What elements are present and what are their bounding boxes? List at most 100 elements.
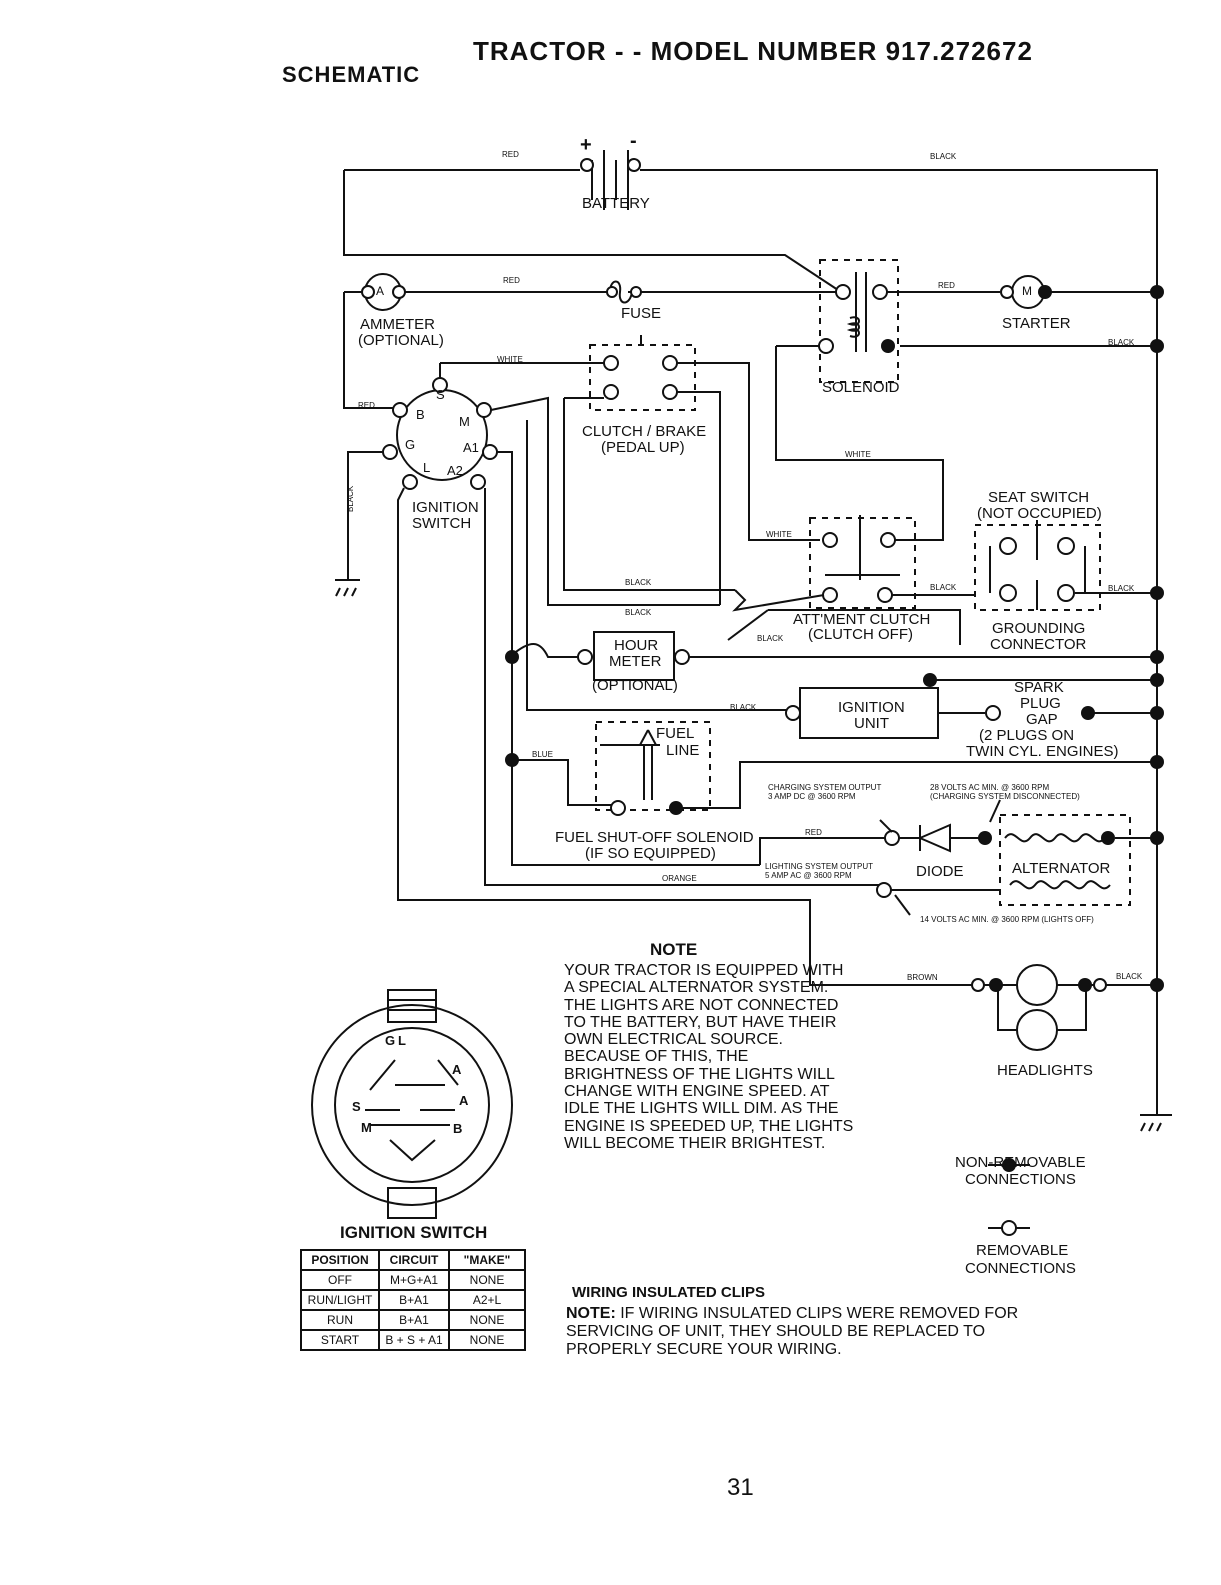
wire-label-blue: BLUE (532, 750, 553, 759)
plugs-note-label: (2 PLUGS ON (979, 727, 1075, 744)
headlights-label: HEADLIGHTS (997, 1062, 1093, 1079)
table-cell: B + S + A1 (378, 1329, 450, 1351)
wire-label-black: BLACK (625, 608, 652, 617)
attment-clutch-label: ATT'MENT CLUTCH (793, 611, 931, 628)
alternator-label: ALTERNATOR (1012, 860, 1111, 877)
wire-label-white: WHITE (766, 530, 792, 539)
lighting-output-label-2: 5 AMP AC @ 3600 RPM (765, 871, 852, 880)
wire-label-black: BLACK (1116, 972, 1143, 981)
note-body: YOUR TRACTOR IS EQUIPPED WITH A SPECIAL … (564, 962, 854, 1152)
plugs-note-label-2: TWIN CYL. ENGINES) (966, 743, 1119, 760)
fuel-line-label: FUEL (656, 725, 695, 742)
clips-note-label: NOTE: (566, 1305, 616, 1322)
table-header-row: POSITION CIRCUIT "MAKE" (300, 1249, 526, 1271)
face-b: B (453, 1121, 463, 1136)
ignition-unit-label: IGNITION (838, 699, 905, 716)
wire-label-white: WHITE (845, 450, 871, 459)
clips-line-2: SERVICING OF UNIT, THEY SHOULD BE REPLAC… (566, 1323, 986, 1340)
table-cell: RUN/LIGHT (300, 1289, 380, 1311)
wire-label-black: BLACK (730, 703, 757, 712)
note-heading: NOTE (650, 940, 698, 959)
ignition-term-g: G (405, 437, 416, 452)
table-row: RUN/LIGHT B+A1 A2+L (300, 1289, 526, 1311)
non-removable-label: NON-REMOVABLE (955, 1154, 1086, 1171)
spark-plug-label: SPARK (1014, 679, 1064, 696)
starter-letter: M (1022, 284, 1032, 298)
hour-meter-label: HOUR (614, 637, 659, 654)
volts-14-label: 14 VOLTS AC MIN. @ 3600 RPM (LIGHTS OFF) (920, 915, 1094, 924)
wire-label-red: RED (503, 276, 520, 285)
wire-label-black: BLACK (1108, 584, 1135, 593)
face-g: G (385, 1033, 396, 1048)
removable-label-2: CONNECTIONS (965, 1260, 1076, 1277)
non-removable-label-2: CONNECTIONS (965, 1171, 1076, 1188)
ammeter-optional-label: (OPTIONAL) (358, 332, 444, 349)
wire-label-brown: BROWN (907, 973, 938, 982)
ammeter-letter: A (376, 284, 385, 298)
section-title: SCHEMATIC (282, 62, 421, 87)
solenoid-label: SOLENOID (822, 379, 900, 396)
wire-label-black: BLACK (1108, 338, 1135, 347)
ignition-unit-label-2: UNIT (854, 715, 889, 732)
table-header: "MAKE" (448, 1249, 526, 1271)
charging-output-label: CHARGING SYSTEM OUTPUT (768, 783, 882, 792)
spark-plug-label-3: GAP (1026, 711, 1058, 728)
hour-meter-optional-label: (OPTIONAL) (592, 677, 678, 694)
face-s: S (352, 1099, 361, 1114)
grounding-label: GROUNDING (992, 620, 1086, 637)
table-cell: RUN (300, 1309, 380, 1331)
ignition-switch-table: POSITION CIRCUIT "MAKE" OFF M+G+A1 NONE … (300, 1249, 526, 1351)
wire-label-black: BLACK (625, 578, 652, 587)
table-cell: NONE (448, 1309, 526, 1331)
table-row: RUN B+A1 NONE (300, 1309, 526, 1331)
clips-line-3: PROPERLY SECURE YOUR WIRING. (566, 1341, 842, 1358)
ignition-switch-title: IGNITION SWITCH (340, 1223, 488, 1242)
ignition-switch-label: IGNITION (412, 499, 479, 516)
fuse-label: FUSE (621, 305, 662, 322)
face-l: L (398, 1033, 406, 1048)
wire-label-black: BLACK (346, 485, 355, 512)
wire-label-black: BLACK (757, 634, 784, 643)
table-row: OFF M+G+A1 NONE (300, 1269, 526, 1291)
ammeter-label: AMMETER (360, 316, 435, 333)
wire-label-red: RED (358, 401, 375, 410)
page-title: TRACTOR - - MODEL NUMBER 917.272672 (473, 36, 1033, 66)
table-header: POSITION (300, 1249, 380, 1271)
wire-label-black: BLACK (930, 152, 957, 161)
table-cell: A2+L (448, 1289, 526, 1311)
battery-plus-label: + (580, 134, 592, 156)
volts-28-label: 28 VOLTS AC MIN. @ 3600 RPM (930, 783, 1050, 792)
battery-label: BATTERY (582, 195, 650, 212)
attment-clutch-sub-label: (CLUTCH OFF) (808, 626, 913, 643)
wire-label-orange: ORANGE (662, 874, 697, 883)
spark-plug-label-2: PLUG (1020, 695, 1061, 712)
starter-label: STARTER (1002, 315, 1071, 332)
wire-label-red: RED (502, 150, 519, 159)
table-cell: START (300, 1329, 380, 1351)
table-cell: B+A1 (378, 1289, 450, 1311)
face-m: M (361, 1120, 372, 1135)
wire-label-white: WHITE (497, 355, 523, 364)
wire-label-red: RED (938, 281, 955, 290)
face-a2: A (459, 1093, 469, 1108)
table-row: START B + S + A1 NONE (300, 1329, 526, 1351)
table-header: CIRCUIT (378, 1249, 450, 1271)
page-number: 31 (727, 1474, 754, 1501)
ignition-switch-label-2: SWITCH (412, 515, 472, 532)
wire-label-black: BLACK (930, 583, 957, 592)
diode-label: DIODE (916, 863, 964, 880)
clips-heading: WIRING INSULATED CLIPS (572, 1284, 766, 1301)
ignition-term-b: B (416, 407, 425, 422)
seat-switch-sub-label: (NOT OCCUPIED) (977, 505, 1102, 522)
seat-switch-label: SEAT SWITCH (988, 489, 1090, 506)
volts-28-label-2: (CHARGING SYSTEM DISCONNECTED) (930, 792, 1080, 801)
table-cell: OFF (300, 1269, 380, 1291)
grounding-label-2: CONNECTOR (990, 636, 1087, 653)
ignition-term-l: L (423, 460, 431, 475)
face-a1: A (452, 1062, 462, 1077)
table-cell: NONE (448, 1329, 526, 1351)
fuel-solenoid-label-2: (IF SO EQUIPPED) (585, 845, 716, 862)
clutch-brake-label: CLUTCH / BRAKE (582, 423, 707, 440)
hour-meter-label-2: METER (609, 653, 662, 670)
